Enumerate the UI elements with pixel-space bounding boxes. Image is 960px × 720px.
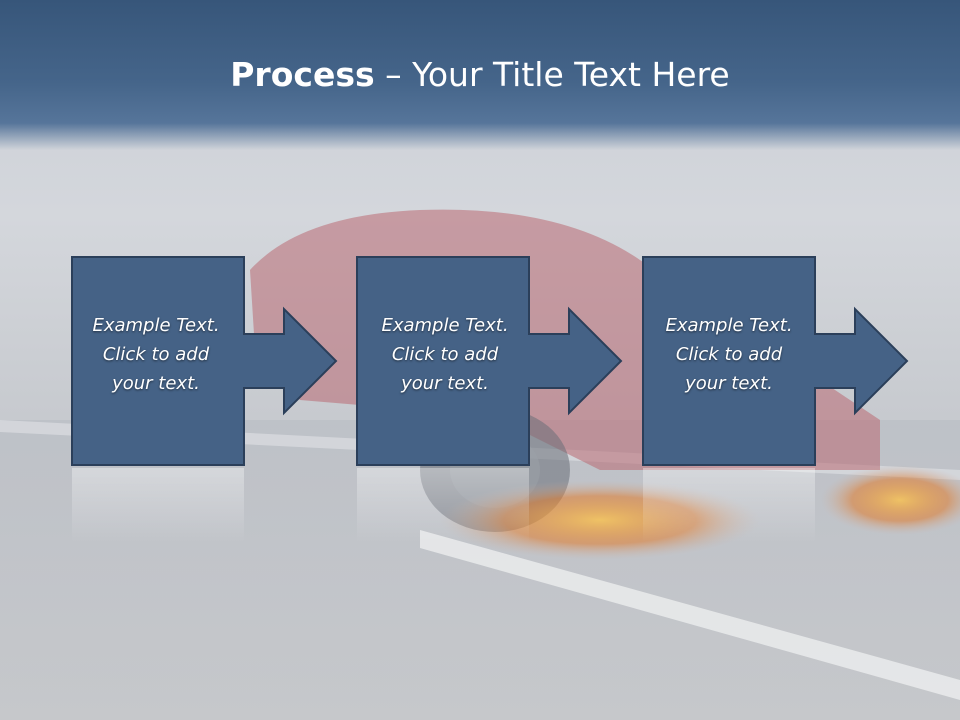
slide-title[interactable]: Process – Your Title Text Here xyxy=(0,52,960,98)
title-bold: Process xyxy=(230,55,375,94)
step-3-line-1: Example Text. xyxy=(665,315,793,336)
step-2-line-1: Example Text. xyxy=(381,315,509,336)
step-3-line-2: Click to add xyxy=(675,344,783,365)
step-1-arrow-shape[interactable] xyxy=(71,256,338,466)
step-1-line-3: your text. xyxy=(112,373,200,394)
step-3-arrow-shape[interactable] xyxy=(642,256,909,466)
step-3-line-3: your text. xyxy=(685,373,773,394)
step-2-reflection xyxy=(357,468,529,543)
step-1-line-2: Click to add xyxy=(102,344,210,365)
step-3-text[interactable]: Example Text. Click to add your text. xyxy=(644,311,814,398)
title-rest: – Your Title Text Here xyxy=(374,55,730,94)
step-2-line-2: Click to add xyxy=(391,344,499,365)
step-2-line-3: your text. xyxy=(401,373,489,394)
step-1-reflection xyxy=(72,468,244,543)
title-bar xyxy=(0,0,960,150)
step-2-text[interactable]: Example Text. Click to add your text. xyxy=(360,311,530,398)
step-2-arrow-shape[interactable] xyxy=(356,256,623,466)
step-3-reflection xyxy=(643,468,815,543)
step-1-line-1: Example Text. xyxy=(92,315,220,336)
step-1-text[interactable]: Example Text. Click to add your text. xyxy=(71,311,241,398)
